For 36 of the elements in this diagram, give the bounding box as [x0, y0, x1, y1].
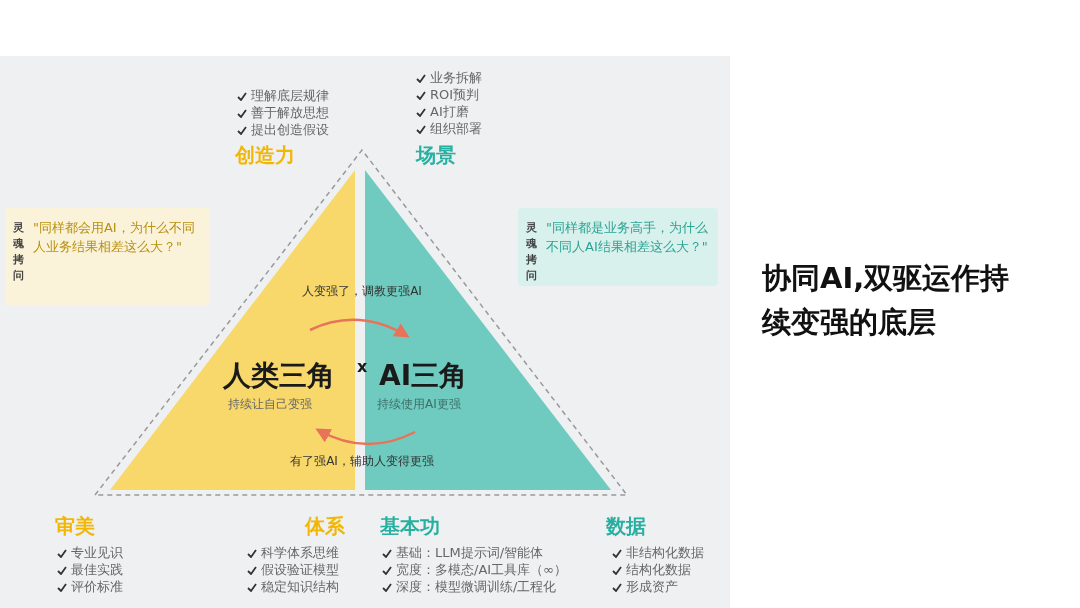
checklist-item: 结构化数据: [626, 562, 691, 578]
checklist-item: AI打磨: [430, 104, 469, 120]
corner-heading: 创造力: [235, 143, 295, 167]
checklist-item: 基础：LLM提示词/智能体: [396, 545, 544, 561]
checklist-item: 组织部署: [430, 121, 482, 137]
checklist-item: 非结构化数据: [626, 545, 704, 561]
checklist-item: 形成资产: [626, 579, 678, 595]
corner-heading: 体系: [305, 514, 345, 538]
curved-arrow: [309, 318, 410, 338]
triangle-title: AI三角: [379, 358, 468, 394]
checklist-item: 评价标准: [71, 579, 123, 595]
checklist-item: 提出创造假设: [251, 122, 329, 138]
checklist-item: 稳定知识结构: [261, 579, 339, 595]
checklist-item: 业务拆解: [430, 70, 482, 86]
side-label: 灵魂拷问: [526, 220, 538, 284]
triangle-subtitle: 持续让自己变强: [228, 396, 312, 413]
checklist-item: 理解底层规律: [251, 88, 329, 104]
side-label: 灵魂拷问: [13, 220, 25, 284]
triangle-subtitle: 持续使用AI更强: [377, 396, 461, 413]
checklist-item: 科学体系思维: [261, 545, 339, 561]
triangle-title: 人类三角: [223, 358, 335, 394]
corner-heading: 基本功: [380, 514, 440, 538]
checklist-item: 专业见识: [71, 545, 123, 561]
checklist-item: 最佳实践: [71, 562, 123, 578]
quote-card: [5, 208, 210, 306]
checklist-item: 善于解放思想: [251, 105, 329, 121]
checklist-item: 宽度：多模态/AI工具库（∞）: [396, 562, 567, 578]
corner-heading: 审美: [55, 514, 95, 538]
checklist-item: 假设验证模型: [261, 562, 339, 578]
corner-heading: 数据: [606, 514, 646, 538]
quote-text: "同样都是业务高手，为什么不同人AI结果相差这么大？": [546, 219, 709, 256]
curved-arrow: [315, 428, 416, 446]
heading: 协同AI,双驱运作持续变强的底层: [762, 260, 1011, 341]
checklist-item: 深度：模型微调训练/工程化: [396, 579, 557, 595]
checklist-item: ROI预判: [430, 87, 480, 103]
quote-text: "同样都会用AI，为什么不同人业务结果相差这么大？": [33, 219, 196, 256]
